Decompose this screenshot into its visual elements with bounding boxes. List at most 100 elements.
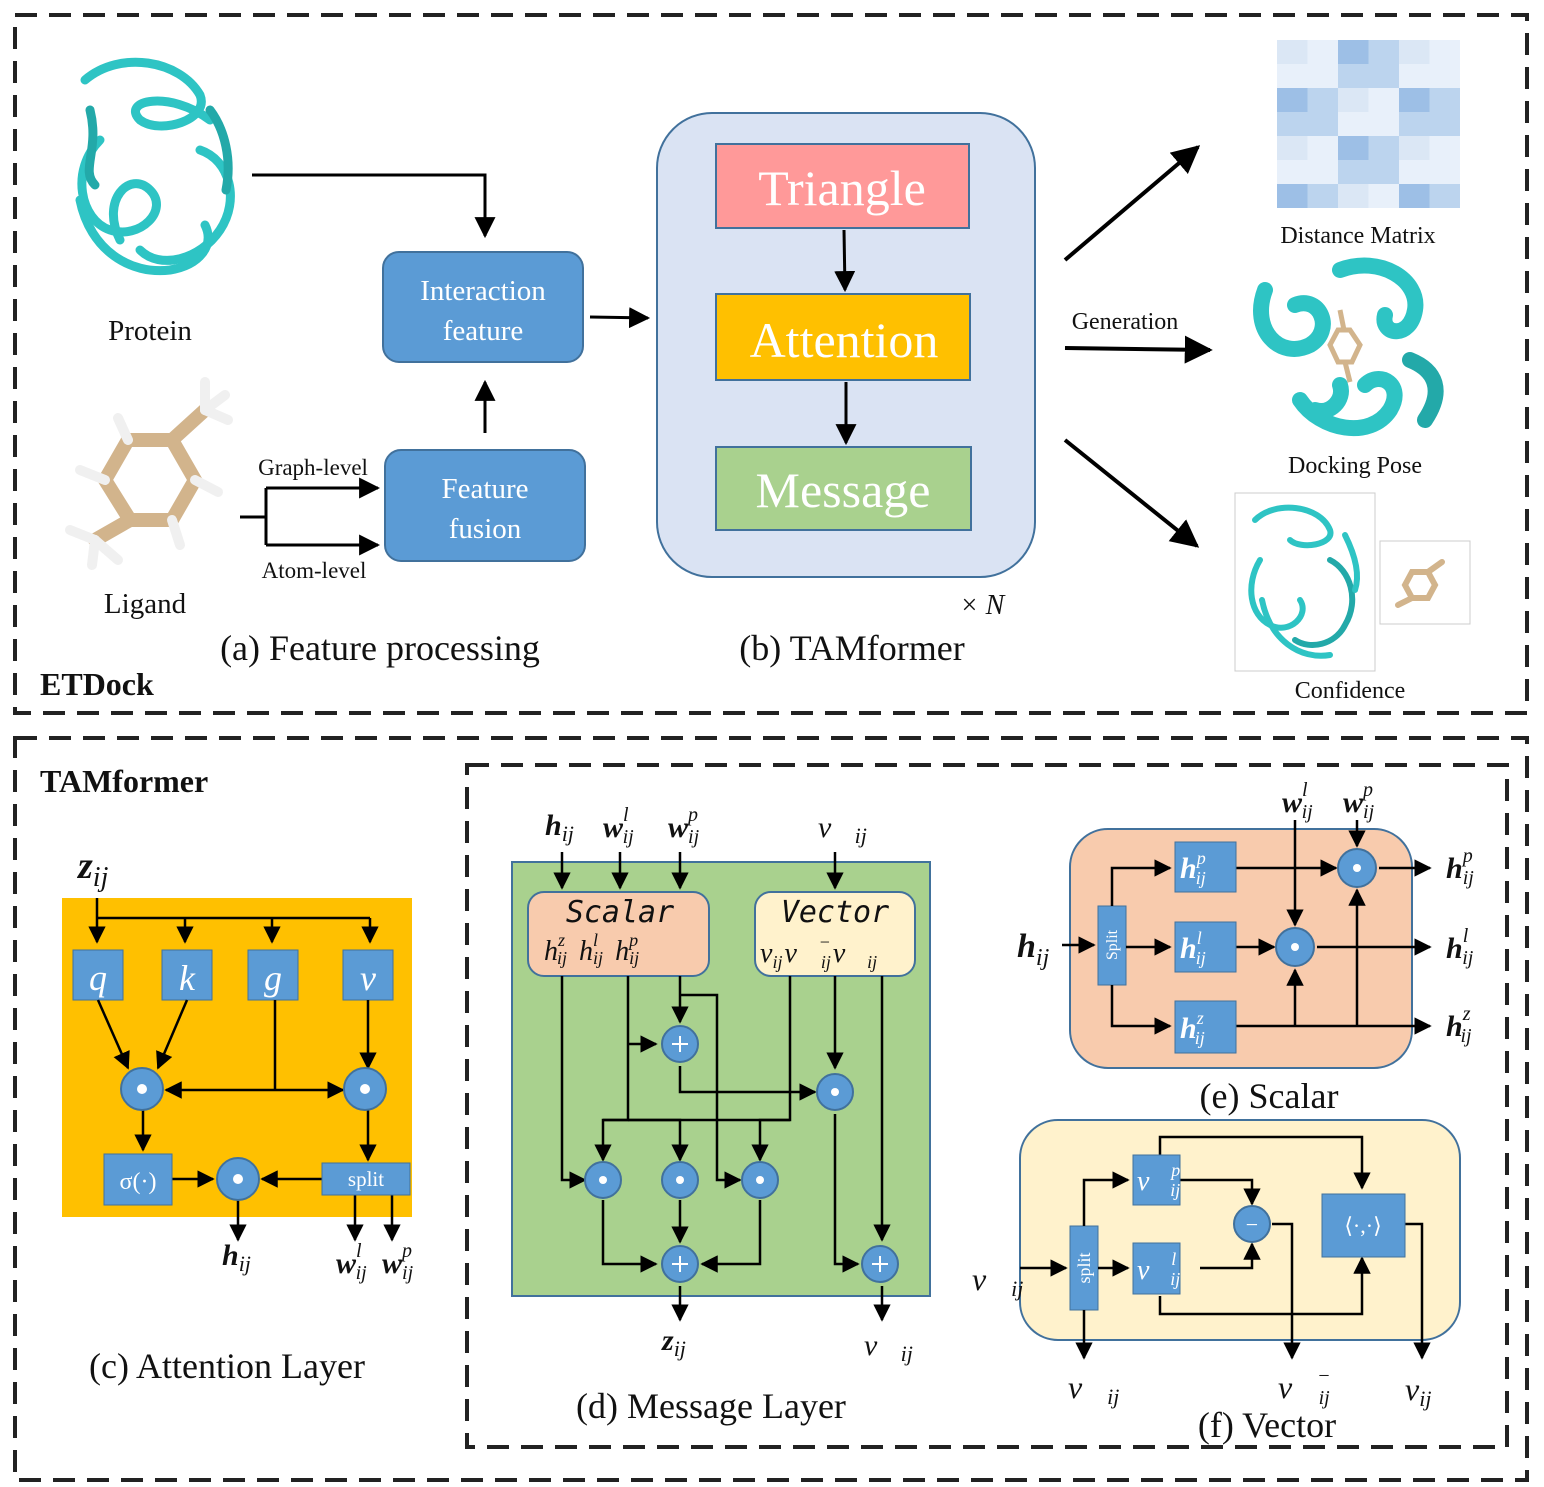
e-h-z-box [1174,1000,1237,1054]
h-ij-output-label: hij [222,1239,251,1276]
attention-dot-op-1 [120,1067,164,1111]
heatmap-cell [1277,136,1308,160]
heatmap-cell [1429,112,1460,136]
heatmap-cell [1399,184,1430,208]
e-h-ij-input: hij [1017,928,1050,971]
caption-a: (a) Feature processing [220,628,540,668]
heatmap-cell [1307,160,1338,184]
etdock-brand: ETDock [40,666,154,702]
triangle-box [715,143,970,229]
heatmap-cell [1429,160,1460,184]
confidence-label: Confidence [1295,678,1406,704]
f-inner-product-label: ⟨·,·⟩ [1344,1213,1381,1238]
d-vector-label: Vector [781,895,889,930]
arrow-triangle-to-attention [834,229,856,293]
heatmap-cell [1399,112,1430,136]
scalar-wires [1062,820,1432,1035]
heatmap-cell [1368,40,1399,64]
distance-matrix-label: Distance Matrix [1280,223,1435,249]
f-v-l-box [1132,1242,1181,1295]
interaction-feature-line1: Interaction [420,275,546,307]
e-h-l-box [1174,921,1237,973]
heatmap-cell [1277,40,1308,64]
f-v-p-box [1132,1154,1181,1206]
heatmap-cell [1338,40,1369,64]
sigma-label: σ(·) [120,1169,157,1195]
triangle-label: Triangle [758,160,926,216]
f-inner-product-box [1321,1193,1406,1258]
confidence-ligand-icon [1395,559,1445,608]
f-split-label: split [1074,1252,1094,1283]
f-minus-op [1233,1205,1271,1243]
heatmap-cell [1277,184,1308,208]
caption-d: (d) Message Layer [576,1386,846,1426]
heatmap-cell [1307,136,1338,160]
feature-fusion-line2: fusion [449,513,522,545]
d-h-ij-input: hij [545,809,574,846]
heatmap-cell [1338,184,1369,208]
protein-label: Protein [108,315,192,347]
arrow-to-docking-pose [1064,335,1213,364]
feature-fusion-box [384,449,586,562]
message-label: Message [756,462,931,518]
message-wires [553,852,891,1322]
heatmap-cell [1277,64,1308,88]
heatmap-cell [1307,88,1338,112]
attention-box [715,293,971,381]
atom-level-label: Atom-level [262,558,367,583]
heatmap-cell [1429,40,1460,64]
d-scalar-label: Scalar [566,895,674,930]
v-label: v [360,958,376,998]
heatmap-cell [1399,64,1430,88]
attention-dot-op-2 [343,1067,387,1111]
d-plus-op-1 [661,1025,699,1063]
f-v-minus-output: v⃗−ij [1278,1365,1331,1409]
heatmap-cell [1277,88,1308,112]
d-plus-op-3 [861,1245,899,1283]
arrow-to-distance-matrix [1063,145,1201,262]
heatmap-cell [1429,136,1460,160]
caption-c: (c) Attention Layer [89,1346,365,1386]
heatmap-cell [1307,112,1338,136]
f-v-scalar-output: vij [1405,1371,1431,1411]
sigma-box [103,1153,173,1206]
heatmap-cell [1368,160,1399,184]
v-box [342,949,394,1001]
heatmap-cell [1277,160,1308,184]
d-v-vec-output: v⃗ij [864,1329,913,1366]
attention-split-box [321,1162,411,1196]
heatmap-cell [1338,160,1369,184]
heatmap-cell [1399,88,1430,112]
vector-wires [1020,1135,1431,1360]
heatmap-cell [1368,64,1399,88]
attention-input-wires [88,898,379,944]
z-ij-input-label: zij [76,845,109,893]
f-v-vec-output: v⃗ij [1068,1369,1119,1409]
confidence-protein-icon [1248,504,1360,659]
heatmap-cell [1429,88,1460,112]
heatmap-cell [1368,88,1399,112]
heatmap-cell [1307,40,1338,64]
e-dot-op-2 [1275,927,1315,967]
k-label: k [179,958,196,998]
ligand-fork-line [240,488,268,545]
g-box [247,949,299,1001]
d-v-vec-input: v⃗ij [818,811,867,848]
arrow-interaction-to-tamformer [589,307,651,329]
d-z-ij-output: zij [661,1324,686,1361]
confidence-ligand-frame [1379,540,1471,625]
g-label: g [264,958,282,998]
docking-pose-label: Docking Pose [1288,453,1422,479]
feature-fusion-line1: Feature [442,473,529,505]
d-scalar-box [527,891,710,977]
docking-ligand-icon [1327,309,1363,383]
